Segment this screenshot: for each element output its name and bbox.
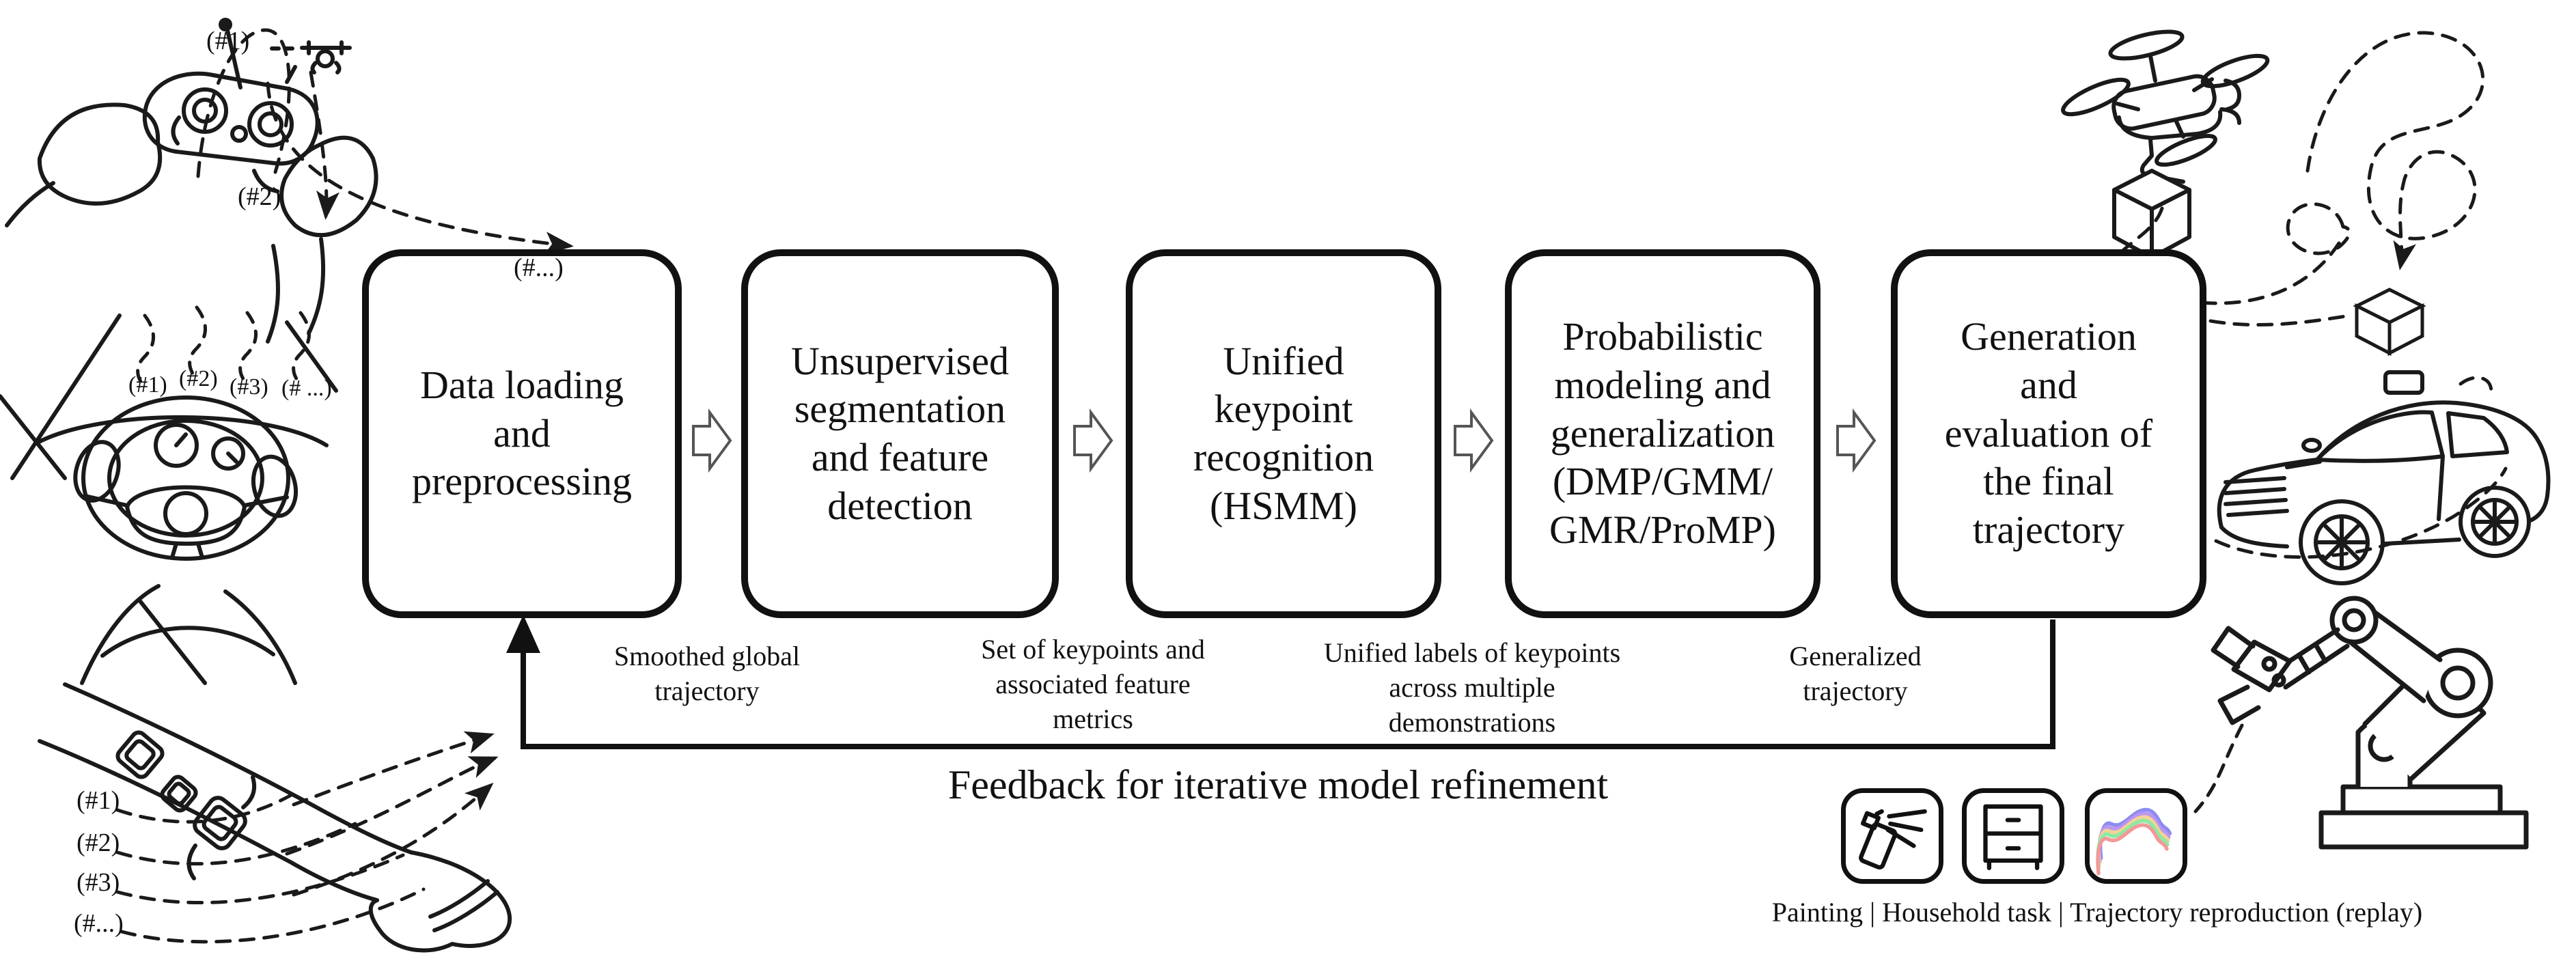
package-cube-icon (2112, 169, 2191, 260)
spray-paint-icon (1841, 788, 1943, 884)
process-box-data-loading: Data loading and preprocessing (362, 249, 682, 618)
wheel-marker-etc: (# ...) (281, 376, 332, 401)
wheel-marker-2: (#2) (179, 366, 218, 391)
controller-marker-2: (#2) (238, 182, 281, 211)
household-drawers-icon (1962, 788, 2064, 884)
feedback-label: Feedback for iterative model refinement (947, 762, 1609, 807)
arrow-label-smoothed-trajectory: Smoothed global trajectory (613, 641, 801, 707)
arrow-label-unified-labels: Unified labels of keypoints across multi… (1323, 637, 1621, 738)
trajectory-replay-icon (2085, 788, 2187, 884)
arrow-label-generalized: Generalized trajectory (1789, 641, 1922, 707)
delivery-drone-illustration (2061, 29, 2270, 260)
process-box-generation: Generation and evaluation of the final t… (1891, 249, 2206, 618)
wrist-marker-1: (#1) (77, 786, 120, 815)
controller-marker-etc: (#...) (514, 253, 564, 282)
controller-trajectories (196, 28, 574, 255)
wrist-marker-3: (#3) (77, 868, 120, 897)
flow-arrow-2 (1073, 408, 1113, 473)
drone-sketch-icon (270, 40, 352, 74)
robot-arm-illustration (2211, 596, 2529, 850)
process-box-keypoint: Unified keypoint recognition (HSMM) (1126, 249, 1441, 618)
wheel-marker-1: (#1) (128, 372, 167, 398)
steering-wheel-illustration (0, 314, 338, 685)
process-box-segmentation: Unsupervised segmentation and feature de… (741, 249, 1059, 618)
arrow-label-keypoints: Set of keypoints and associated feature … (981, 634, 1205, 735)
wheel-marker-3: (#3) (230, 374, 268, 400)
controller-marker-1: (#1) (206, 27, 250, 55)
trajectory-curve (2096, 818, 2170, 872)
wrist-marker-2: (#2) (77, 828, 120, 857)
car-trajectory (2214, 376, 2508, 559)
wrist-marker-etc: (#...) (74, 909, 124, 938)
remote-controller-illustration (5, 18, 378, 344)
process-box-probabilistic: Probabilistic modeling and generalizatio… (1505, 249, 1820, 618)
dropoff-cube-icon (2353, 288, 2426, 357)
autonomous-car-illustration (2217, 370, 2551, 585)
flow-arrow-1 (692, 408, 732, 473)
flow-arrow-3 (1454, 408, 1494, 473)
wrist-trajectories (115, 731, 499, 944)
flow-arrow-4 (1836, 408, 1876, 473)
robot-trajectory (2193, 723, 2244, 813)
applications-caption: Painting | Household task | Trajectory r… (1771, 897, 2423, 928)
trajectory-curve (2096, 823, 2169, 876)
